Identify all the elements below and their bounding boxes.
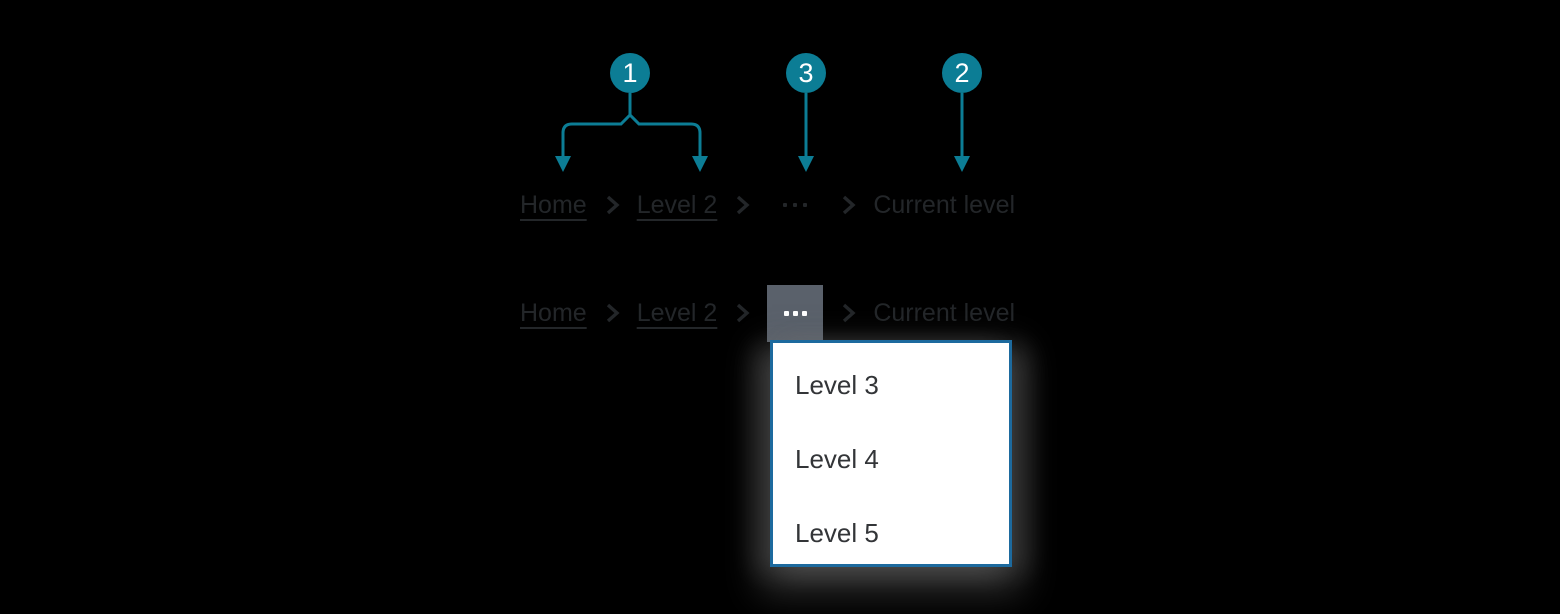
ellipsis-icon: [801, 310, 807, 316]
breadcrumb-expanded: Home Level 2 Current level: [520, 284, 1016, 342]
arrowhead-level2: [692, 156, 708, 172]
chevron-right-icon: [737, 303, 750, 323]
arrowhead-home: [555, 156, 571, 172]
breadcrumb-link-level2[interactable]: Level 2: [636, 190, 718, 219]
breadcrumb-current-item: Current level: [873, 190, 1016, 219]
breadcrumb-link-level2[interactable]: Level 2: [636, 298, 718, 327]
breadcrumb-ellipsis-button[interactable]: [767, 190, 823, 220]
marker-number: 1: [622, 57, 638, 88]
marker-number: 3: [798, 57, 814, 88]
ellipsis-icon: [783, 203, 788, 207]
chevron-right-icon: [606, 195, 620, 215]
callout-marker-3: 3: [786, 53, 826, 93]
breadcrumb-default: Home Level 2 Current level: [520, 190, 1015, 220]
marker-number: 2: [954, 57, 970, 88]
chevron-right-icon: [606, 303, 620, 323]
breadcrumb-link-home[interactable]: Home: [520, 298, 587, 327]
chevron-right-icon: [737, 195, 750, 215]
ellipsis-icon: [783, 310, 789, 316]
dropdown-item-level5[interactable]: Level 5: [795, 517, 879, 548]
dropdown-item-level3[interactable]: Level 3: [795, 369, 879, 400]
ellipsis-icon: [792, 310, 798, 316]
ellipsis-icon: [793, 203, 798, 207]
breadcrumb-ellipsis-button-active[interactable]: [767, 284, 824, 342]
callout-marker-2: 2: [942, 53, 982, 93]
chevron-right-icon: [843, 195, 856, 215]
breadcrumb-current-item: Current level: [873, 298, 1016, 327]
arrowhead-ellipsis: [798, 156, 814, 172]
callout-marker-1: 1: [610, 53, 650, 93]
chevron-right-icon: [843, 303, 856, 323]
breadcrumb-overflow-dropdown: Level 3 Level 4 Level 5: [770, 340, 1012, 567]
callout-bracket-1: [561, 93, 702, 158]
ellipsis-icon: [803, 203, 808, 207]
arrowhead-current: [954, 156, 970, 172]
dropdown-item-level4[interactable]: Level 4: [795, 443, 879, 474]
breadcrumb-link-home[interactable]: Home: [520, 190, 587, 219]
